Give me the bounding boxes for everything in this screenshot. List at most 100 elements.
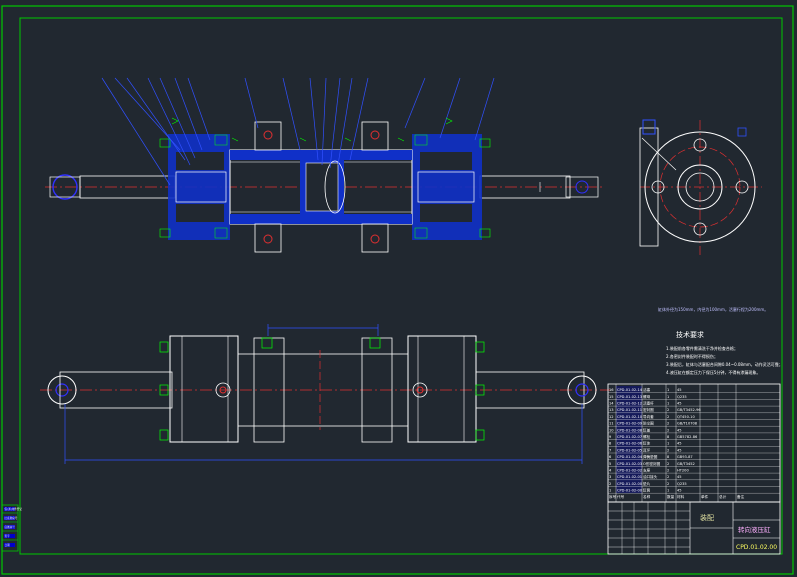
drawing-number: CPD.01.02.00 (736, 544, 777, 551)
bom-cell: 12 (609, 415, 614, 419)
bom-cell: 15 (609, 395, 614, 399)
bom-cell: 导向套 (643, 414, 654, 419)
bom-cell: 垫片 (643, 481, 651, 486)
bom-cell: CPD-01-02-03 (617, 462, 642, 466)
bom-cell: 活塞 (643, 387, 651, 392)
assembly-label: 装配 (700, 513, 714, 522)
tech-req-2: 3.装配后，缸体与活塞配合间隙0.04~0.08mm，动作灵活可靠； (666, 361, 783, 367)
bom-cell: 1 (609, 489, 611, 493)
bom-cell: 2 (609, 482, 611, 486)
bom-cell: 弹簧垫圈 (643, 454, 658, 459)
bom-header-cell: 序号 (609, 494, 617, 499)
bom-cell: 10 (609, 428, 614, 432)
bom-header-cell: 总计 (719, 494, 727, 499)
bom-cell: 14 (609, 402, 614, 406)
tech-notes: 缸体外径为150mm，内径为100mm，活塞行程为200mm。 技术要求 1.装… (658, 306, 783, 375)
bom-cell: 密封圈 (643, 407, 654, 412)
bom-cell: GB93-87 (677, 455, 693, 459)
side-stamp: 借(通)用件登记 旧底图总号 底图总号 签字 日期 (1, 504, 23, 552)
bom-header-cell: 代号 (617, 494, 625, 499)
bom-cell: 4 (609, 469, 612, 473)
bom-cell: 1 (667, 395, 669, 399)
stamp-1: 旧底图总号 (5, 516, 18, 520)
tech-req-1: 2.各密封件装配时不得损伤； (666, 353, 718, 359)
bom-cell: 1 (667, 388, 669, 392)
tech-req-3: 4.液压缸在额定压力下保压5分钟，不得有渗漏现象。 (666, 369, 760, 375)
bom-cell: 3 (609, 475, 611, 479)
bom-cell: O形密封圈 (643, 461, 661, 466)
drawing-title: 转向液压缸 (738, 525, 771, 534)
bom-cell: 13 (609, 408, 614, 412)
bom-cell: 1 (667, 442, 669, 446)
section-view (45, 77, 605, 253)
bom-cell: 螺母 (643, 394, 651, 399)
bom-cell: 11 (609, 422, 614, 426)
bom-cell: CPD-01-02-00 (617, 489, 643, 493)
end-view (639, 119, 762, 255)
inner-frame (19, 17, 783, 555)
bom-cell: 2 (667, 448, 669, 452)
bom-cell: 2 (667, 475, 669, 479)
bom-cell: CPD-01-02-08 (617, 428, 643, 432)
tech-title: 技术要求 (676, 330, 704, 339)
bom-cell: CPD-01-02-06 (617, 442, 643, 446)
bom-cell: 支座 (643, 468, 651, 473)
bom-cell: QT450-10 (677, 415, 695, 419)
bom-cell: 2 (667, 408, 669, 412)
bom-cell: CPD-01-02-14 (617, 388, 643, 392)
bom-cell: 16 (609, 388, 614, 392)
bom-cell: 油口接头 (643, 474, 658, 479)
bom-cell: 45 (677, 428, 682, 432)
bom-cell: 1 (667, 489, 669, 493)
bom-cell: 45 (677, 489, 682, 493)
bom-cell: 螺栓 (643, 434, 651, 439)
stamp-0: 借(通)用件登记 (5, 507, 23, 511)
bom-cell: 缸体 (643, 441, 651, 446)
bom-cell: 5 (609, 462, 611, 466)
bom-cell: 45 (677, 442, 682, 446)
bom-cell: 2 (667, 482, 669, 486)
bom-cell: 8 (667, 435, 670, 439)
stamp-2: 底图总号 (5, 525, 16, 529)
bom-cell: CPD-01-02-07 (617, 435, 642, 439)
bom-cell: 45 (677, 402, 682, 406)
bom-header-cell: 名称 (643, 494, 651, 499)
top-view (40, 324, 610, 464)
bom-cell: CPD-01-02-04 (617, 455, 643, 459)
bom-cell: 2 (667, 415, 669, 419)
bom-cell: GB/T10708 (677, 422, 698, 426)
bom-cell: CPD-01-02-05 (617, 448, 642, 452)
bom-cell: Q235 (677, 395, 687, 399)
bom-header-cell: 数量 (667, 494, 675, 499)
bom-cell: 缸筒 (643, 488, 651, 493)
bom-cell: CPD-01-02-00 (617, 482, 643, 486)
bom-cell: GB/T3452-96 (677, 408, 701, 412)
title-block: 装配 转向液压缸 CPD.01.02.00 (607, 501, 781, 555)
outer-frame (1, 5, 794, 575)
bom-cell: 缸盖 (643, 427, 651, 432)
bom-cell: 2 (667, 462, 669, 466)
bom-cell: 45 (677, 475, 682, 479)
bom-cell: 45 (677, 388, 682, 392)
bom-cell: 2 (667, 422, 669, 426)
bom-cell: 45 (677, 448, 682, 452)
bom-cell: 耳环 (643, 447, 651, 452)
bom-cell: HT200 (677, 469, 689, 473)
bom-cell: CPD-01-02-01 (617, 475, 642, 479)
bom-cell: 防尘圈 (643, 421, 654, 426)
bom-cell: CPD-01-02-02 (617, 469, 642, 473)
bom-cell: CPD-01-02-10 (617, 415, 643, 419)
bom-cell: CPD-01-02-12 (617, 402, 642, 406)
bom-cell: 2 (667, 428, 669, 432)
bom-cell: 活塞杆 (643, 401, 654, 406)
bom-cell: GB5782-86 (677, 435, 698, 439)
bom-header-cell: 材料 (677, 494, 685, 499)
bom-cell: CPD-01-02-11 (617, 408, 642, 412)
bom-cell: CPD-01-02-09 (617, 422, 643, 426)
stamp-4: 日期 (5, 543, 11, 547)
bom-cell: 7 (609, 448, 611, 452)
bom-header-cell: 备注 (737, 494, 745, 499)
tech-req-0: 1.装配前各零件需清洗干净并检查合格； (666, 345, 738, 351)
bom-cell: 9 (609, 435, 612, 439)
